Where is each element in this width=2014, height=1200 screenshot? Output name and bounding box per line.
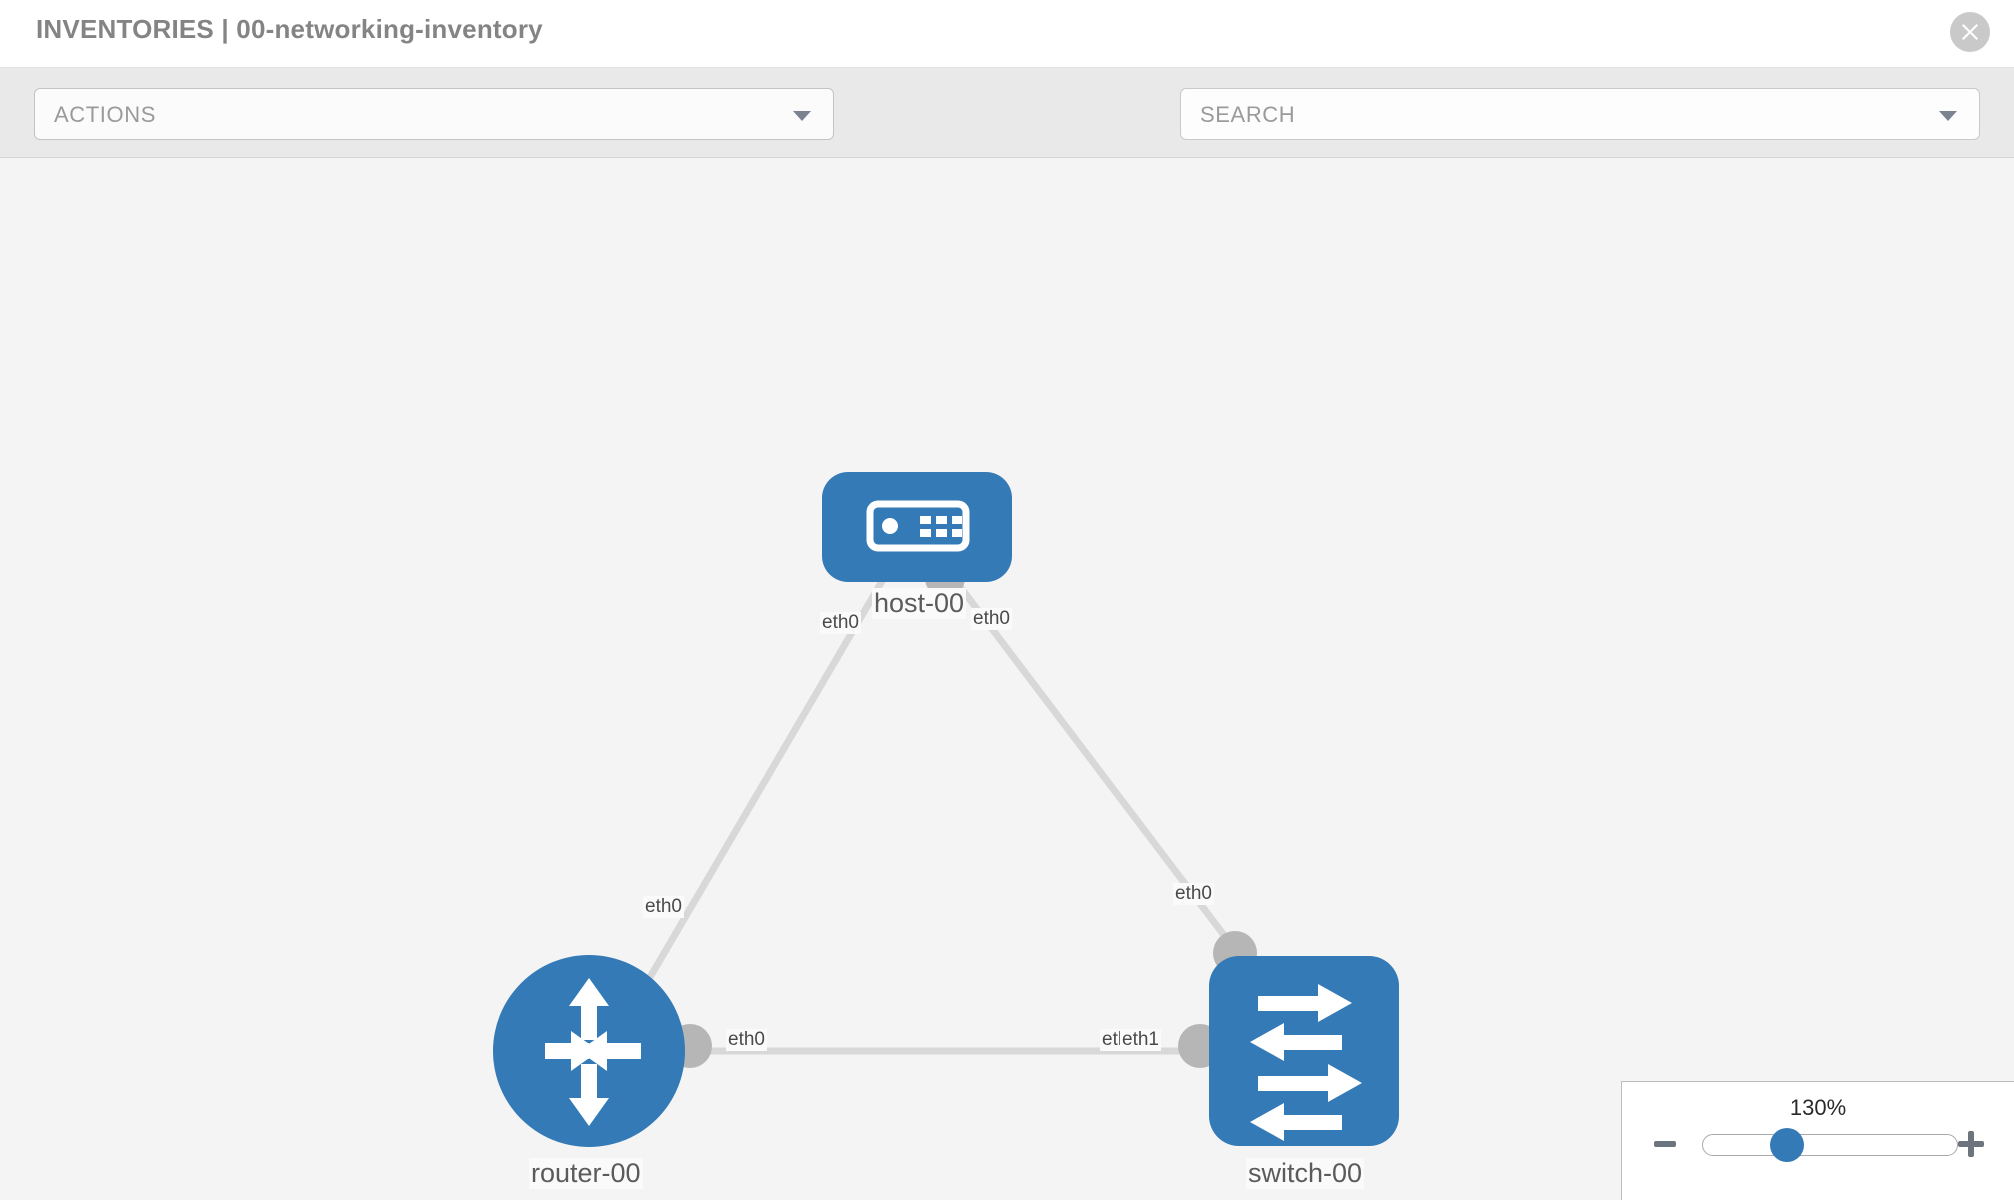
node-router-00[interactable]: [493, 955, 685, 1147]
actions-dropdown[interactable]: ACTIONS: [34, 88, 834, 140]
close-button[interactable]: [1950, 12, 1990, 52]
interface-label: eth0: [820, 612, 861, 634]
search-input[interactable]: SEARCH: [1180, 88, 1980, 140]
zoom-in-button[interactable]: [1958, 1131, 1984, 1157]
node-label-router-00: router-00: [529, 1158, 643, 1189]
interface-label: eth0: [1173, 883, 1214, 905]
interface-label: eth0: [971, 608, 1012, 630]
zoom-slider-track[interactable]: [1702, 1134, 1958, 1156]
zoom-out-button[interactable]: [1654, 1141, 1676, 1147]
interface-label: eth0: [726, 1029, 767, 1051]
zoom-level-label: 130%: [1789, 1095, 1847, 1120]
router-arrows-icon: [545, 978, 641, 1126]
zoom-control-panel: 130%: [1621, 1081, 2014, 1200]
node-switch-00[interactable]: [1209, 956, 1399, 1146]
topology-graph: [493, 472, 1399, 1147]
node-host-00[interactable]: [822, 472, 1012, 582]
chevron-down-icon: [793, 111, 811, 121]
chevron-down-icon[interactable]: [1939, 111, 1957, 121]
link-host-router[interactable]: [628, 574, 889, 1010]
node-label-host-00: host-00: [872, 588, 967, 619]
interface-label: eth0: [643, 896, 684, 918]
zoom-slider-thumb[interactable]: [1770, 1128, 1804, 1162]
page-header: INVENTORIES | 00-networking-inventory: [0, 0, 2014, 68]
search-placeholder: SEARCH: [1200, 102, 1296, 127]
close-icon: [1962, 24, 1978, 40]
node-label-switch-00: switch-00: [1246, 1158, 1365, 1189]
interface-label: eth1: [1120, 1029, 1161, 1051]
page-title: INVENTORIES | 00-networking-inventory: [36, 14, 543, 44]
toolbar: ACTIONS SEARCH: [0, 68, 2014, 199]
actions-dropdown-label: ACTIONS: [54, 102, 156, 127]
connector-dots: [668, 558, 1257, 1068]
topology-canvas[interactable]: host-00 router-00 switch-00 eth0 eth0 et…: [0, 158, 2014, 1200]
switch-arrows-icon: [1250, 984, 1362, 1141]
